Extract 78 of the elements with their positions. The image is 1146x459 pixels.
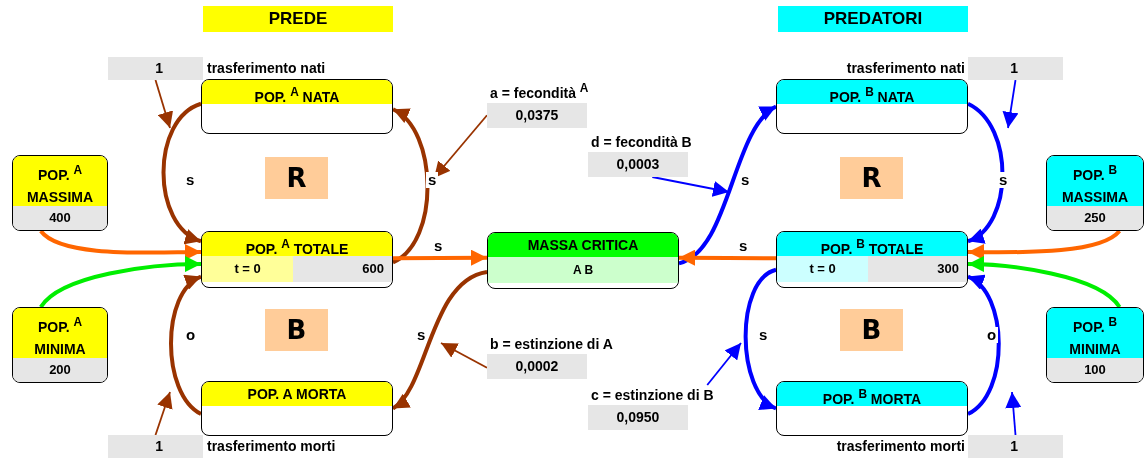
value-field: 0,0003 (588, 152, 688, 177)
value-cell: 200 (13, 358, 107, 382)
arrow (967, 256, 1122, 309)
box-title: POP. $^{A}$ MINIMA (13, 308, 107, 358)
parameter-arrow (1005, 391, 1022, 436)
edge-label: s (426, 172, 439, 188)
box-title: POP. $^{B}$ MINIMA (1047, 308, 1143, 358)
arrow (968, 229, 1121, 261)
box-title: MASSA CRITICA (488, 233, 678, 257)
edge-label: s (997, 172, 1010, 188)
arrow (966, 274, 1001, 416)
value-cell: 250 (1047, 206, 1143, 230)
box-title: POP. $^{A}$ TOTALE (202, 232, 392, 256)
box-title: POP. $^{B}$ TOTALE (777, 232, 967, 256)
loop-label: R (265, 157, 328, 199)
caption-text: trasferimento morti (207, 438, 336, 454)
caption-text: trasferimento nati (207, 60, 326, 76)
parameter-label: d = fecondità B (590, 133, 692, 152)
parameter-arrow (1002, 79, 1019, 129)
arrow (169, 274, 203, 416)
limit-box (1046, 307, 1144, 383)
box-title: POP. $^{B}$ MASSIMA (1047, 156, 1143, 206)
box-title: POP. $^{A}$ MASSIMA (13, 156, 107, 206)
parameter-arrow (651, 176, 730, 197)
box-title: POP. $^{B}$ MORTA (777, 382, 967, 406)
loop-label: B (840, 309, 903, 351)
value-cell: A B (488, 257, 678, 283)
limit-box (1046, 155, 1144, 231)
box-title: POP. A MORTA (202, 382, 392, 406)
time-cell: t = 0 (202, 256, 294, 282)
value-cell: 100 (1047, 358, 1143, 382)
loop-label: R (840, 157, 903, 199)
stock-box (201, 381, 393, 436)
value-cell: 300 (868, 256, 967, 282)
parameter-arrow (706, 342, 742, 386)
value-field: 1 (108, 57, 203, 80)
arrow (393, 249, 487, 266)
value-field: 1 (968, 435, 1063, 458)
arrow (743, 267, 778, 411)
arrow (391, 270, 488, 411)
section-heading: PREDE (203, 6, 393, 32)
edge-label: o (985, 327, 999, 343)
caption-text: trasferimento nati (846, 60, 965, 76)
stock-box (201, 231, 393, 288)
arrow (966, 102, 1005, 244)
value-cell: 400 (13, 206, 107, 230)
stock-box (776, 381, 968, 436)
parameter-label: b = estinzione di A (489, 335, 613, 354)
parameter-arrow (440, 342, 488, 369)
arrow (679, 249, 776, 266)
value-field: 0,0002 (487, 354, 587, 379)
parameter-label: c = estinzione di B (590, 386, 714, 405)
arrow (678, 104, 778, 266)
value-field: 1 (968, 57, 1063, 80)
value-cell: 600 (293, 256, 392, 282)
parameter-arrow (154, 79, 174, 129)
box-title: POP. $^{B}$ NATA (777, 80, 967, 104)
parameter-arrow (433, 114, 488, 179)
arrow (391, 107, 430, 265)
limit-box (12, 155, 108, 231)
value-field: 0,0375 (487, 102, 587, 128)
limit-box (12, 307, 108, 383)
arrow (161, 101, 202, 244)
box-title: POP. $^{A}$ NATA (202, 80, 392, 104)
stock-box (776, 79, 968, 134)
value-field: 0,0950 (588, 405, 688, 430)
caption-text: trasferimento morti (836, 438, 965, 454)
parameter-label: a = fecondità $^{A}$ (489, 80, 589, 103)
parameter-arrow (154, 391, 173, 436)
time-cell: t = 0 (777, 256, 869, 282)
loop-label: B (265, 309, 328, 351)
stock-box (201, 79, 393, 134)
stock-box (776, 231, 968, 288)
value-field: 1 (108, 435, 203, 458)
section-heading: PREDATORI (778, 6, 968, 32)
arrow (39, 229, 201, 261)
arrow (39, 256, 202, 309)
stock-box (487, 232, 679, 289)
